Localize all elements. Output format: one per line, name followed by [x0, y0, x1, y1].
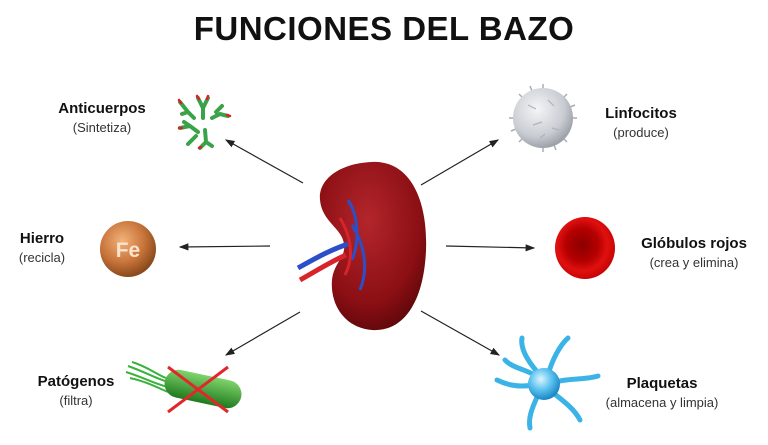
function-plaquetas: Plaquetas (almacena y limpia) — [572, 374, 752, 412]
pathogen-crossed-icon — [125, 361, 242, 414]
spleen-icon — [296, 161, 427, 331]
function-name: Anticuerpos — [58, 100, 146, 117]
arrows — [178, 139, 536, 356]
red-blood-cell-icon — [555, 217, 615, 279]
arrow-anticuerpos — [224, 139, 304, 184]
function-action: (almacena y limpia) — [605, 395, 719, 410]
arrow-linfocitos — [420, 139, 500, 186]
page-title: FUNCIONES DEL BAZO — [193, 10, 575, 47]
platelet-icon — [494, 335, 601, 431]
function-globulos-rojos: Glóbulos rojos (crea y elimina) — [604, 234, 768, 272]
arrow-globulos — [445, 244, 536, 252]
function-name: Patógenos — [37, 373, 115, 390]
function-name: Linfocitos — [605, 105, 677, 122]
function-name: Glóbulos rojos — [641, 235, 747, 252]
iron-symbol: Fe — [116, 239, 141, 262]
antibody-icon — [177, 94, 232, 150]
function-hierro: Hierro (recicla) — [0, 229, 132, 267]
function-action: (Sintetiza) — [72, 120, 132, 135]
arrow-hierro — [178, 243, 271, 251]
function-anticuerpos: Anticuerpos (Sintetiza) — [12, 99, 192, 137]
function-name: Plaquetas — [626, 375, 698, 392]
function-action: (crea y elimina) — [649, 255, 739, 270]
arrow-plaquetas — [420, 310, 501, 356]
iron-icon: Fe — [100, 221, 156, 277]
function-action: (filtra) — [59, 393, 93, 408]
function-action: (produce) — [613, 125, 669, 140]
arrow-patogenos — [224, 311, 301, 356]
function-name: Hierro — [19, 230, 65, 247]
function-patogenos: Patógenos (filtra) — [0, 372, 166, 410]
function-linfocitos: Linfocitos (produce) — [551, 104, 731, 142]
lymphocyte-icon — [509, 84, 577, 152]
function-action: (recicla) — [18, 250, 66, 265]
